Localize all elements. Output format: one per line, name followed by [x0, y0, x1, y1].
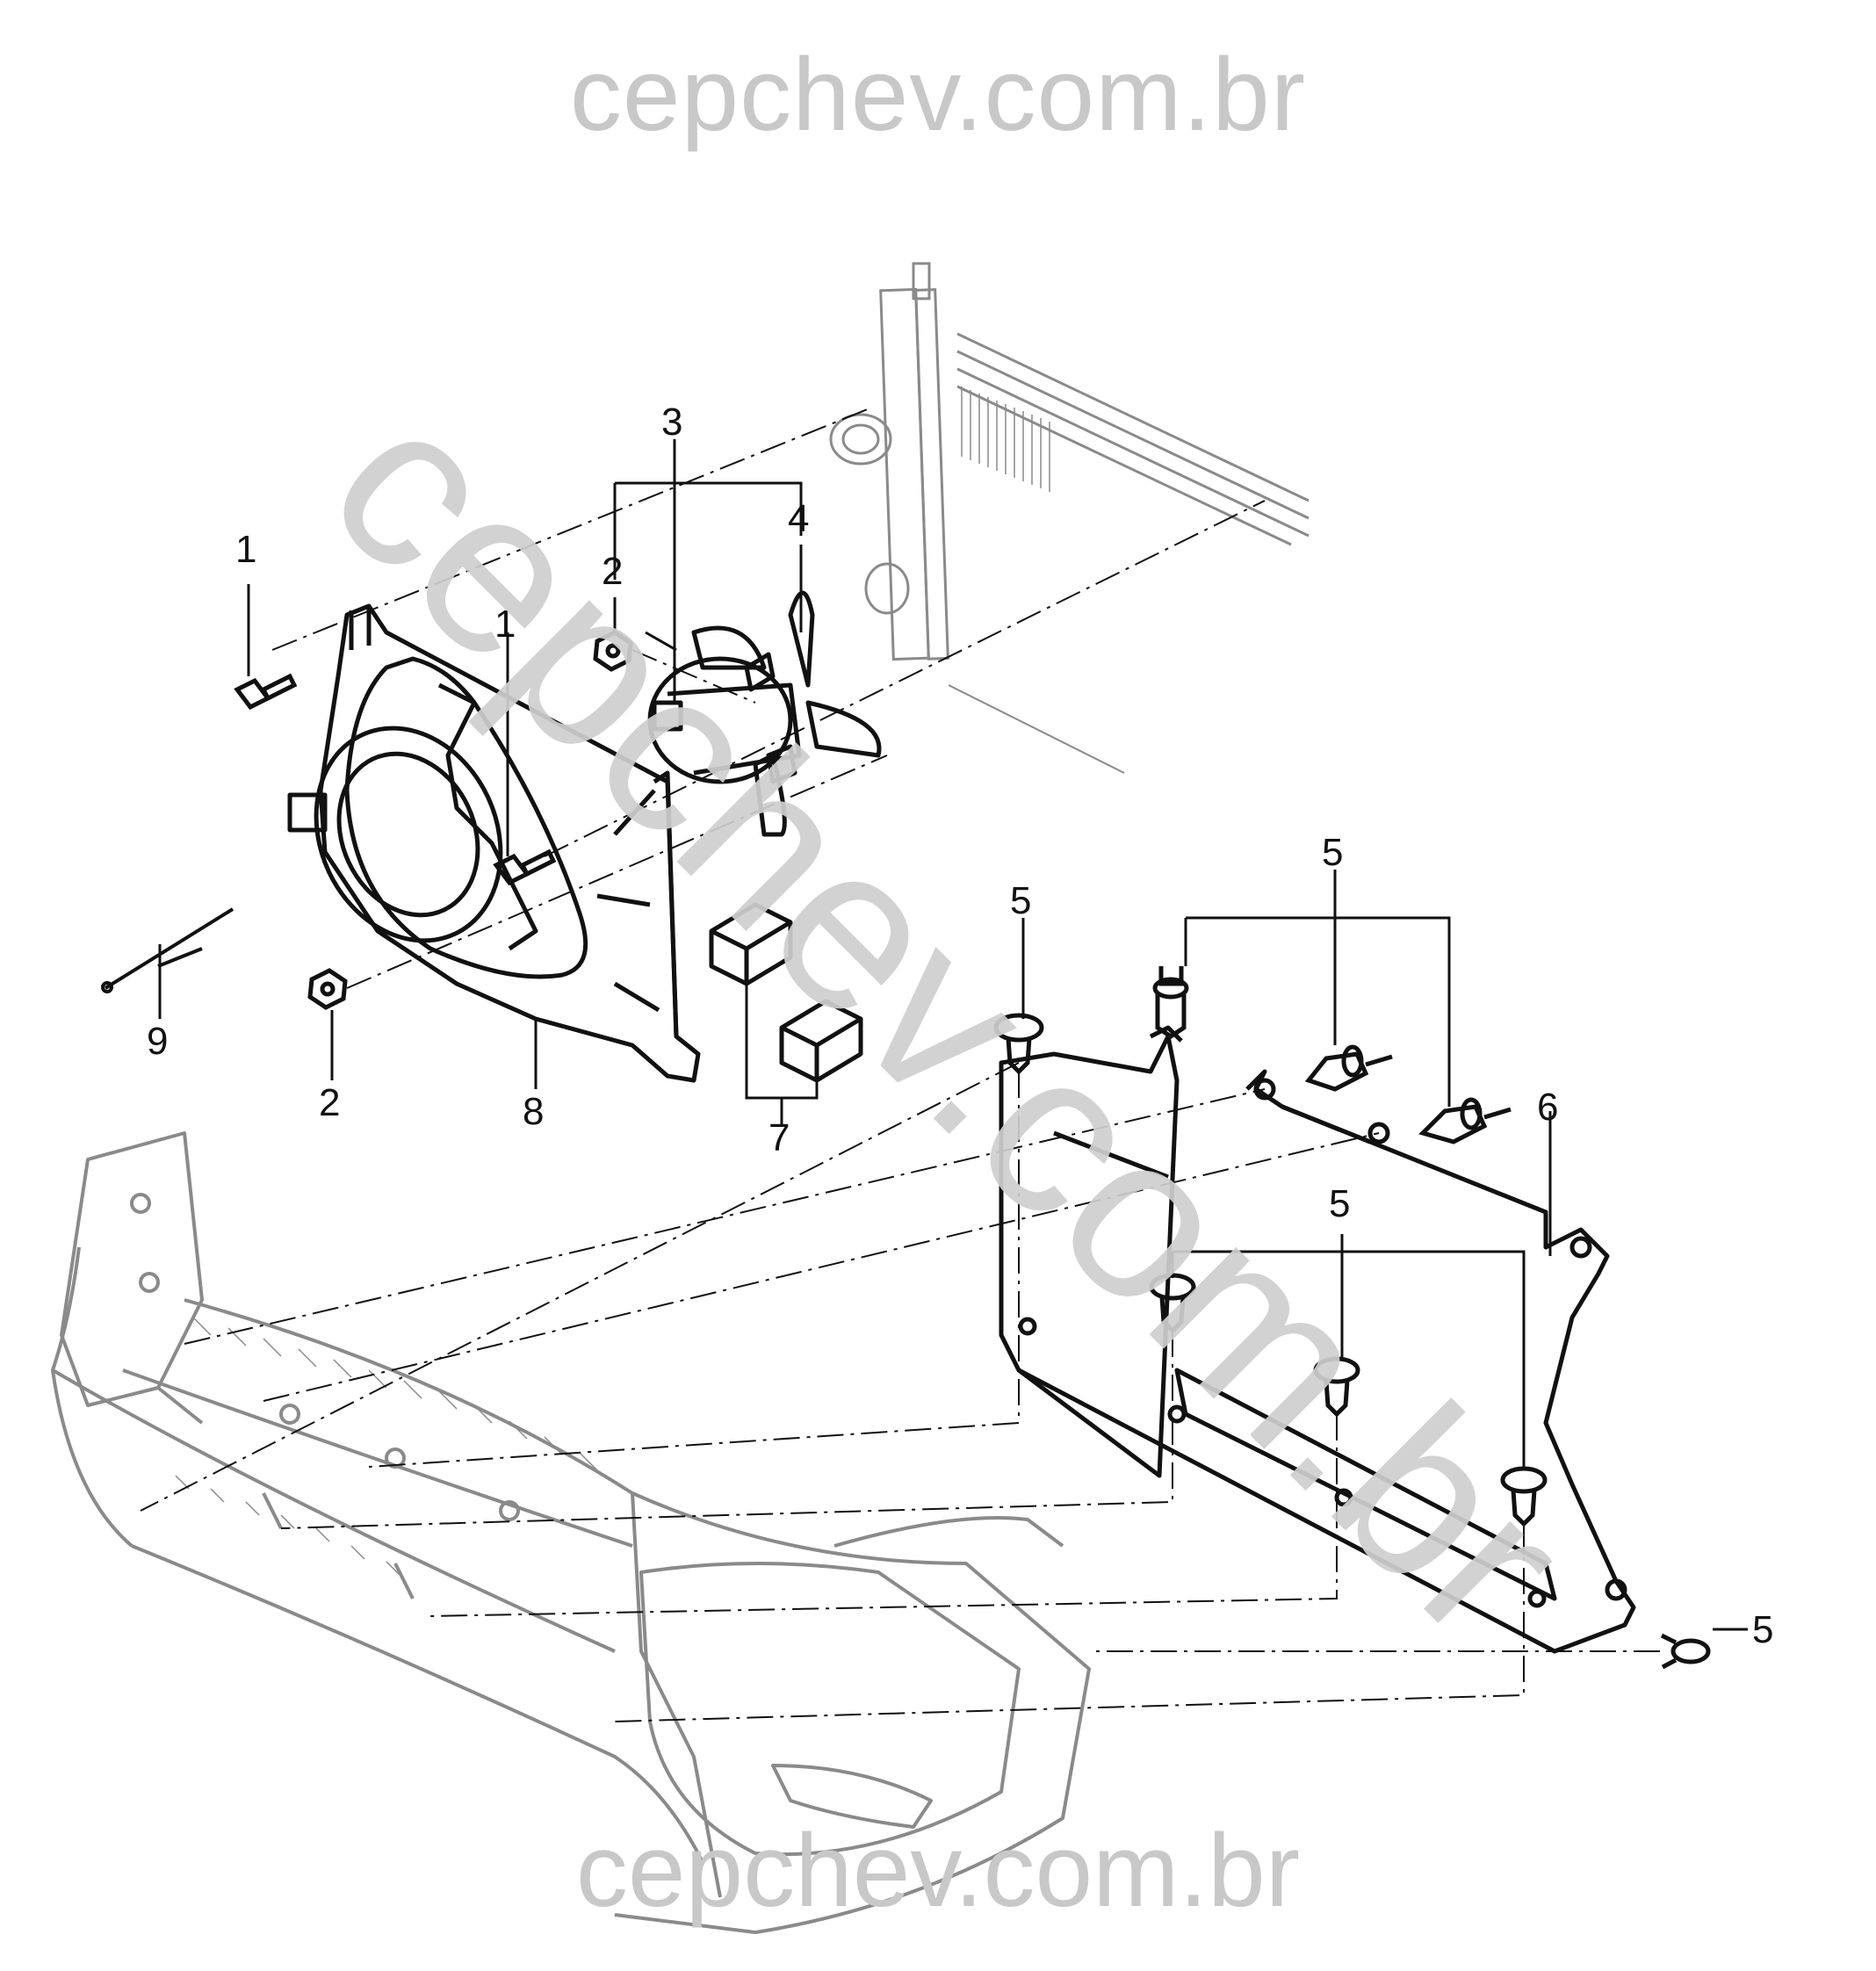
callout-3: 3 — [661, 401, 682, 444]
callout-1-lower: 1 — [494, 603, 516, 646]
callout-7: 7 — [768, 1116, 790, 1159]
fan-motor-blade — [647, 590, 882, 837]
bolt-lower — [493, 848, 557, 886]
callout-5-middle: 5 — [1329, 1182, 1350, 1225]
callout-6: 6 — [1537, 1086, 1558, 1129]
cable-tie — [101, 907, 234, 993]
nut-upper — [593, 630, 633, 672]
callout-5-top: 5 — [1322, 831, 1343, 874]
push-clip-4 — [1418, 1097, 1512, 1144]
bolt-upper — [234, 673, 298, 711]
push-clip-2 — [1152, 966, 1189, 1040]
push-clip-7 — [1500, 1466, 1548, 1527]
push-clip-8 — [1660, 1633, 1711, 1670]
fan-shroud — [287, 603, 701, 1083]
nut-lower — [307, 968, 348, 1010]
callout-8: 8 — [523, 1090, 544, 1133]
callout-5-left: 5 — [1010, 879, 1031, 922]
callout-9: 9 — [147, 1020, 168, 1063]
leader-lines — [158, 439, 1748, 1631]
callout-5-right: 5 — [1752, 1608, 1773, 1651]
callout-4: 4 — [788, 497, 809, 540]
push-clip-3 — [1304, 1044, 1393, 1092]
callout-1-upper: 1 — [235, 528, 256, 571]
callout-2-lower: 2 — [319, 1081, 340, 1124]
insulator-lower — [779, 999, 863, 1083]
push-clip-5 — [1149, 1273, 1196, 1334]
radiator — [829, 262, 1310, 774]
air-deflector — [999, 1025, 1636, 1654]
callout-2-upper: 2 — [602, 550, 623, 593]
front-end-panel — [51, 1131, 1091, 1934]
push-clip-6 — [1313, 1356, 1360, 1418]
callout-labels: 1 1 2 2 3 4 5 5 5 5 6 7 8 9 — [147, 401, 1773, 1651]
insulator-upper — [709, 902, 793, 986]
alignment-lines — [140, 408, 1660, 1722]
